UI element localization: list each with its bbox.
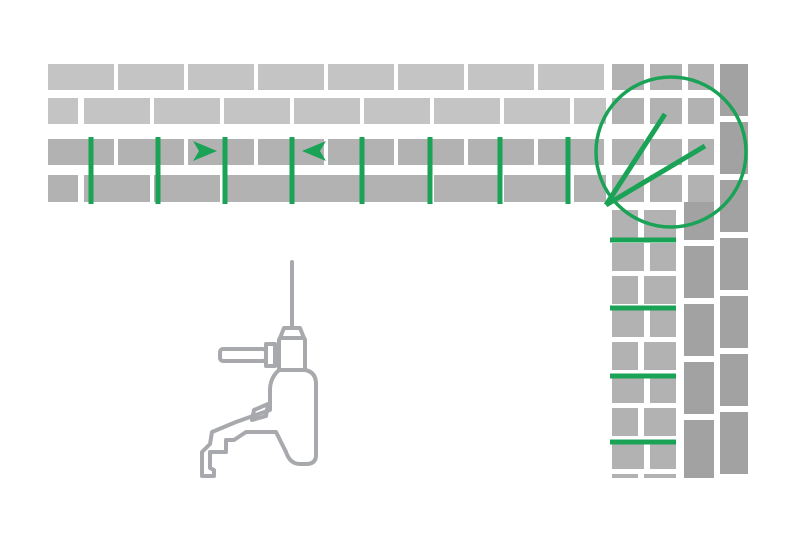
brick [644, 276, 676, 304]
brick-wall-corner-column [612, 64, 748, 478]
brick [612, 342, 638, 370]
brick [612, 210, 638, 238]
brick [650, 375, 676, 403]
brick [612, 474, 638, 478]
brick [468, 64, 534, 90]
horizontal-mark [610, 237, 676, 243]
detail-line-upper [603, 112, 668, 207]
brick [612, 375, 644, 403]
brick [538, 139, 604, 165]
brick [688, 98, 714, 124]
brick [84, 98, 150, 124]
brick [720, 238, 748, 290]
brick [688, 175, 714, 202]
brick [574, 98, 606, 124]
brick [398, 64, 464, 90]
brick [684, 304, 714, 356]
brick [188, 139, 254, 165]
brick [650, 309, 676, 337]
brick [154, 175, 220, 202]
brick [612, 408, 638, 436]
drill-body [200, 368, 318, 478]
brick [650, 175, 682, 202]
brick [504, 175, 570, 202]
brick [650, 243, 676, 271]
brick [434, 175, 500, 202]
brick [118, 139, 184, 165]
brick [650, 441, 676, 469]
brick [118, 64, 184, 90]
brick [684, 420, 714, 478]
hammer-drill-icon [200, 260, 318, 478]
brick [720, 64, 748, 116]
vertical-mark [88, 137, 94, 204]
vertical-mark [427, 137, 433, 204]
brick [644, 342, 676, 370]
detail-circle-outline [594, 75, 748, 229]
brick [48, 175, 78, 202]
arrow-right-icon [193, 141, 217, 161]
detail-line-lower [604, 143, 707, 208]
vertical-mark [155, 137, 161, 204]
brick [538, 64, 604, 90]
brick [684, 246, 714, 298]
brick [612, 64, 644, 90]
brick [720, 296, 748, 348]
drill-collar [277, 336, 307, 372]
brick [434, 98, 500, 124]
brick [504, 98, 570, 124]
vertical-mark [497, 137, 503, 204]
brick [224, 98, 290, 124]
direction-arrows [193, 141, 326, 161]
vertical-mark [565, 137, 571, 204]
brick [720, 412, 748, 474]
brick [154, 98, 220, 124]
brick [294, 175, 360, 202]
brick [48, 98, 78, 124]
vertical-mark [222, 137, 228, 204]
brick-wall-horizontal [48, 64, 606, 202]
horizontal-mark [610, 439, 676, 445]
arrow-left-icon [302, 141, 326, 161]
drill-trigger [250, 402, 270, 422]
brick [688, 64, 714, 90]
horizontal-mark [610, 305, 676, 311]
brick [644, 408, 676, 436]
brick [612, 276, 638, 304]
horizontal-mark [610, 373, 676, 379]
brick [684, 362, 714, 414]
brick [364, 98, 430, 124]
brick [612, 309, 644, 337]
brick [48, 139, 114, 165]
drill-side-handle-knob [264, 342, 277, 368]
corner-detail-circle [594, 75, 748, 229]
brick [294, 98, 360, 124]
brick [644, 474, 676, 478]
brick [84, 175, 150, 202]
brick [328, 64, 394, 90]
drill-hole-marks [88, 137, 676, 445]
brick [224, 175, 290, 202]
brick [188, 64, 254, 90]
brick [612, 98, 644, 124]
brick [48, 64, 114, 90]
brick [650, 98, 682, 124]
vertical-mark [359, 137, 365, 204]
brick [364, 175, 430, 202]
brick [258, 64, 324, 90]
vertical-mark [289, 137, 295, 204]
brick [612, 243, 644, 271]
brick [612, 441, 644, 469]
brick [720, 354, 748, 406]
drill-side-handle [218, 347, 268, 363]
